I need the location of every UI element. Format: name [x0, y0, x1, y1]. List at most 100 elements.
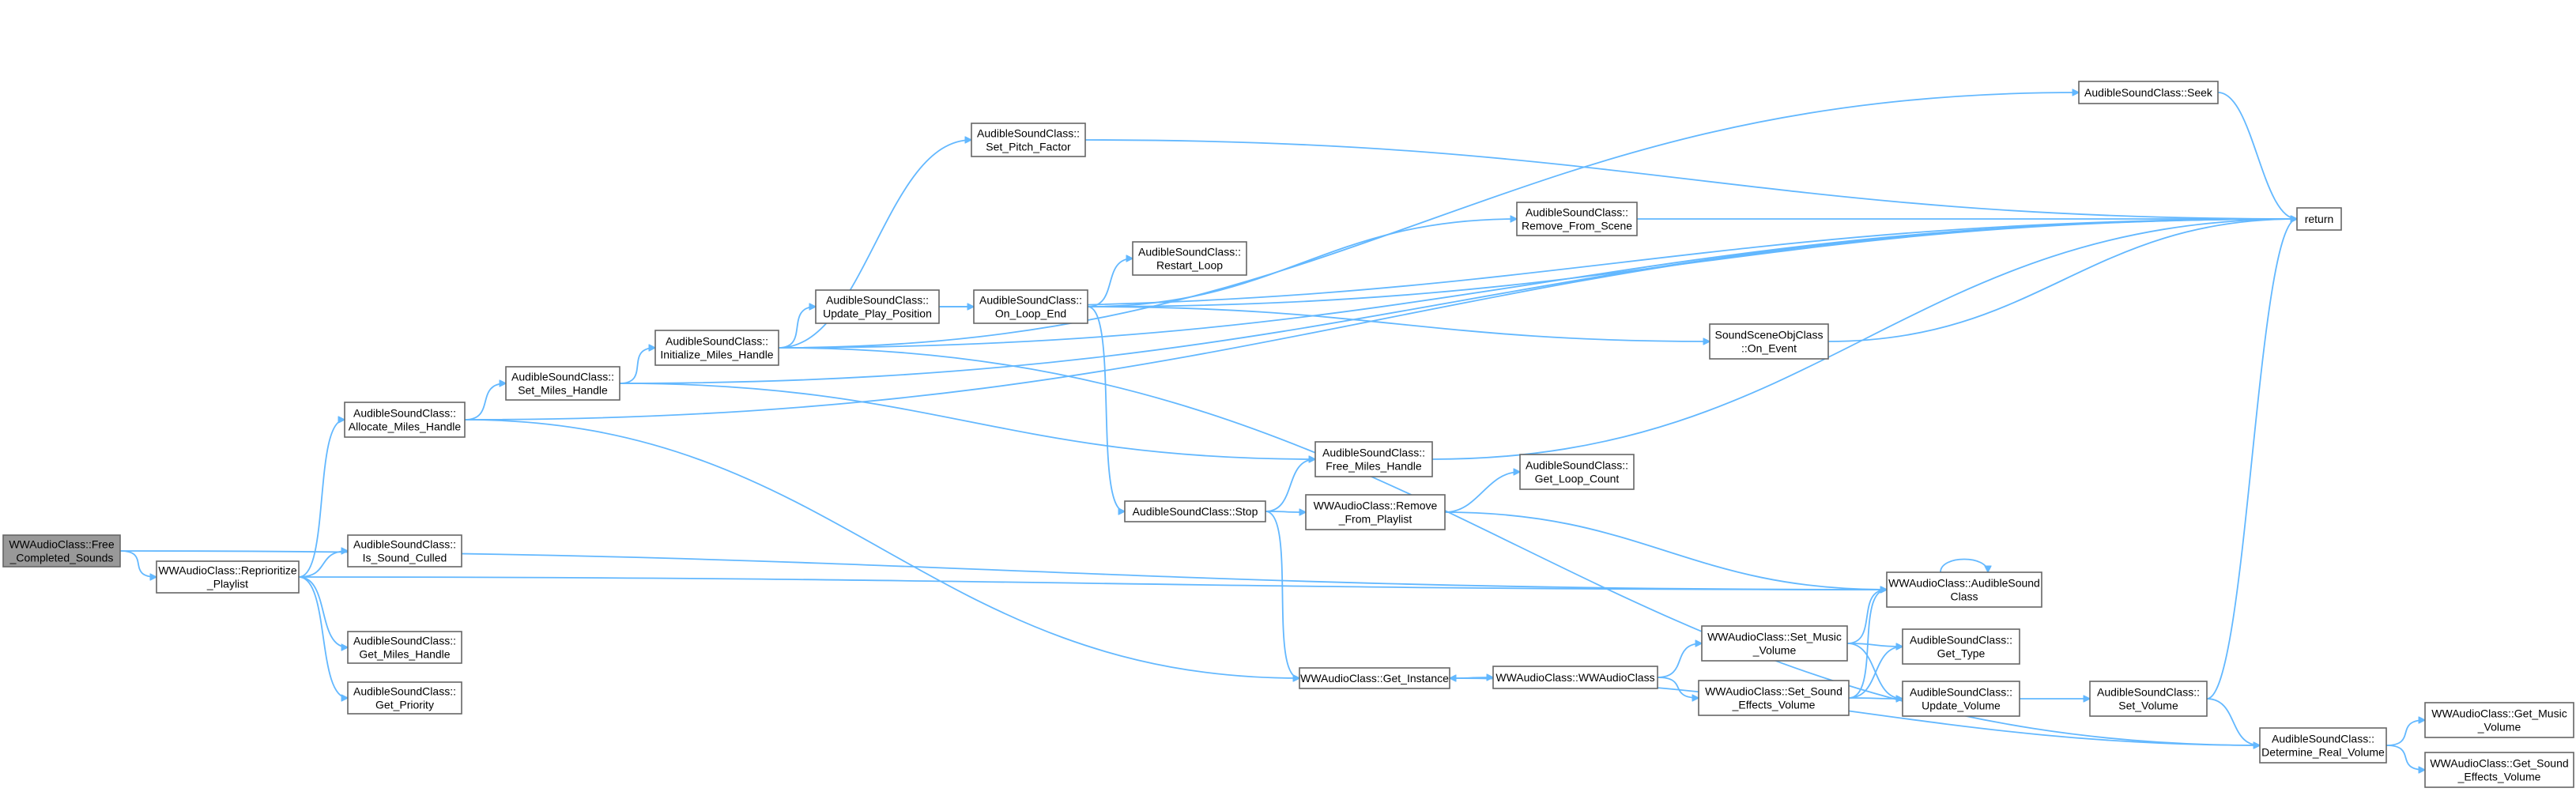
edge-layer: [119, 92, 2425, 770]
edge-reprio-to-getmiles: [298, 576, 348, 647]
node-alloc[interactable]: AudibleSoundClass::Allocate_Miles_Handle: [344, 402, 466, 438]
node-label: AudibleSoundClass::: [979, 294, 1082, 307]
node-label: AudibleSoundClass::: [353, 635, 456, 647]
edge-initmiles-to-detvol: [778, 347, 2260, 745]
node-updvol[interactable]: AudibleSoundClass::Update_Volume: [1902, 681, 2020, 717]
node-label: ::On_Event: [1741, 342, 1797, 355]
node-label: Class: [1950, 590, 1978, 603]
node-restart[interactable]: AudibleSoundClass::Restart_Loop: [1132, 241, 1247, 276]
node-onloop[interactable]: AudibleSoundClass::On_Loop_End: [973, 289, 1088, 324]
node-updplay[interactable]: AudibleSoundClass::Update_Play_Position: [815, 289, 940, 324]
node-setvol[interactable]: AudibleSoundClass::Set_Volume: [2089, 681, 2208, 717]
node-seek[interactable]: AudibleSoundClass::Seek: [2078, 81, 2219, 104]
node-box: [2259, 727, 2387, 764]
node-label: AudibleSoundClass::: [353, 685, 456, 698]
node-box: [347, 631, 462, 664]
node-box: [654, 330, 779, 366]
edge-onloop-to-stop: [1087, 306, 1125, 511]
node-label: AudibleSoundClass::: [1138, 246, 1241, 258]
node-layer: WWAudioClass::Free_Completed_SoundsWWAud…: [2, 81, 2574, 788]
node-label: return: [2305, 213, 2334, 225]
node-getprio[interactable]: AudibleSoundClass::Get_Priority: [347, 681, 462, 715]
node-label: WWAudioClass::AudibleSound: [1888, 577, 2040, 590]
node-setpitch[interactable]: AudibleSoundClass::Set_Pitch_Factor: [971, 123, 1086, 157]
node-gettype[interactable]: AudibleSoundClass::Get_Type: [1902, 628, 2020, 665]
edge-setpitch-to-ret: [1084, 139, 2297, 219]
node-box: [1124, 500, 1266, 522]
node-label: Get_Type: [1937, 647, 1986, 660]
node-label: SoundSceneObjClass: [1715, 329, 1824, 341]
node-freemiles[interactable]: AudibleSoundClass::Free_Miles_Handle: [1314, 441, 1433, 477]
node-label: WWAudioClass::Set_Music: [1707, 631, 1842, 643]
node-label: WWAudioClass::Free: [9, 538, 115, 551]
node-audctor[interactable]: WWAudioClass::AudibleSoundClass: [1886, 571, 2042, 608]
node-box: [815, 289, 940, 324]
node-getsfxvol[interactable]: WWAudioClass::Get_Sound_Effects_Volume: [2424, 752, 2574, 788]
edge-removepl-to-audctor: [1444, 511, 1887, 590]
node-removescene[interactable]: AudibleSoundClass::Remove_From_Scene: [1516, 202, 1638, 236]
node-label: AudibleSoundClass::: [353, 538, 456, 551]
node-box: [156, 560, 300, 594]
node-label: WWAudioClass::Get_Music: [2431, 707, 2567, 720]
edge-setsfx-to-gettype: [1848, 647, 1903, 699]
node-box: [1314, 441, 1433, 477]
edge-seek-to-ret: [2217, 92, 2297, 219]
node-wwctor[interactable]: WWAudioClass::WWAudioClass: [1492, 666, 1658, 689]
node-box: [347, 534, 462, 568]
node-label: _Effects_Volume: [2457, 771, 2541, 783]
node-label: AudibleSoundClass::: [2272, 733, 2374, 745]
edge-setmusic-to-updvol: [1846, 643, 1903, 699]
node-getmusicvol[interactable]: WWAudioClass::Get_Music_Volume: [2424, 702, 2574, 738]
node-free[interactable]: WWAudioClass::Free_Completed_Sounds: [2, 534, 121, 568]
edge-setmusic-to-gettype: [1846, 643, 1903, 647]
node-setmiles[interactable]: AudibleSoundClass::Set_Miles_Handle: [505, 366, 620, 401]
edge-onloop-to-restart: [1087, 258, 1133, 307]
node-label: AudibleSoundClass::Seek: [2084, 86, 2213, 99]
edge-detvol-to-getmusicvol: [2386, 720, 2425, 746]
node-label: _Playlist: [206, 578, 248, 590]
node-label: AudibleSoundClass::: [353, 407, 456, 420]
edge-setvol-to-detvol: [2206, 698, 2260, 745]
node-box: [1709, 323, 1829, 360]
node-label: Free_Miles_Handle: [1326, 460, 1422, 473]
node-box: [1299, 667, 1450, 689]
node-label: Get_Loop_Count: [1535, 473, 1620, 485]
node-box: [1886, 571, 2042, 608]
node-label: AudibleSoundClass::: [666, 335, 768, 348]
node-label: _Volume: [1752, 644, 1797, 657]
node-label: AudibleSoundClass::: [977, 127, 1080, 140]
node-setsfx[interactable]: WWAudioClass::Set_Sound_Effects_Volume: [1698, 680, 1850, 716]
node-label: WWAudioClass::Get_Instance: [1300, 672, 1449, 685]
edge-onloop-to-ret: [1087, 219, 2297, 307]
node-stop[interactable]: AudibleSoundClass::Stop: [1124, 500, 1266, 522]
node-box: [2424, 752, 2574, 788]
node-box: [1132, 241, 1247, 276]
edge-initmiles-to-setpitch: [778, 140, 971, 349]
node-label: AudibleSoundClass::: [1526, 206, 1628, 219]
node-label: Get_Priority: [375, 699, 434, 711]
node-getloop[interactable]: AudibleSoundClass::Get_Loop_Count: [1519, 454, 1635, 490]
edge-alloc-to-getinst: [464, 419, 1299, 678]
node-setmusic[interactable]: WWAudioClass::Set_Music_Volume: [1701, 625, 1848, 662]
node-label: Update_Play_Position: [823, 307, 932, 320]
node-isculled[interactable]: AudibleSoundClass::Is_Sound_Culled: [347, 534, 462, 568]
node-box: [2296, 207, 2342, 231]
node-getinst[interactable]: WWAudioClass::Get_Instance: [1299, 667, 1450, 689]
node-box: [1305, 494, 1446, 530]
node-box: [1516, 202, 1638, 236]
node-onevent[interactable]: SoundSceneObjClass::On_Event: [1709, 323, 1829, 360]
node-detvol[interactable]: AudibleSoundClass::Determine_Real_Volume: [2259, 727, 2387, 764]
node-label: Set_Miles_Handle: [518, 384, 608, 397]
edge-free-to-reprio: [119, 550, 157, 577]
edge-initmiles-to-ret: [778, 219, 2297, 349]
node-reprio[interactable]: WWAudioClass::Reprioritize_Playlist: [156, 560, 300, 594]
node-label: _Effects_Volume: [1732, 699, 1816, 711]
node-getmiles[interactable]: AudibleSoundClass::Get_Miles_Handle: [347, 631, 462, 664]
node-ret[interactable]: return: [2296, 207, 2342, 231]
node-removepl[interactable]: WWAudioClass::Remove_From_Playlist: [1305, 494, 1446, 530]
node-initmiles[interactable]: AudibleSoundClass::Initialize_Miles_Hand…: [654, 330, 779, 366]
node-label: Determine_Real_Volume: [2261, 746, 2385, 759]
node-label: AudibleSoundClass::: [2097, 686, 2200, 699]
node-label: Initialize_Miles_Handle: [660, 349, 773, 361]
